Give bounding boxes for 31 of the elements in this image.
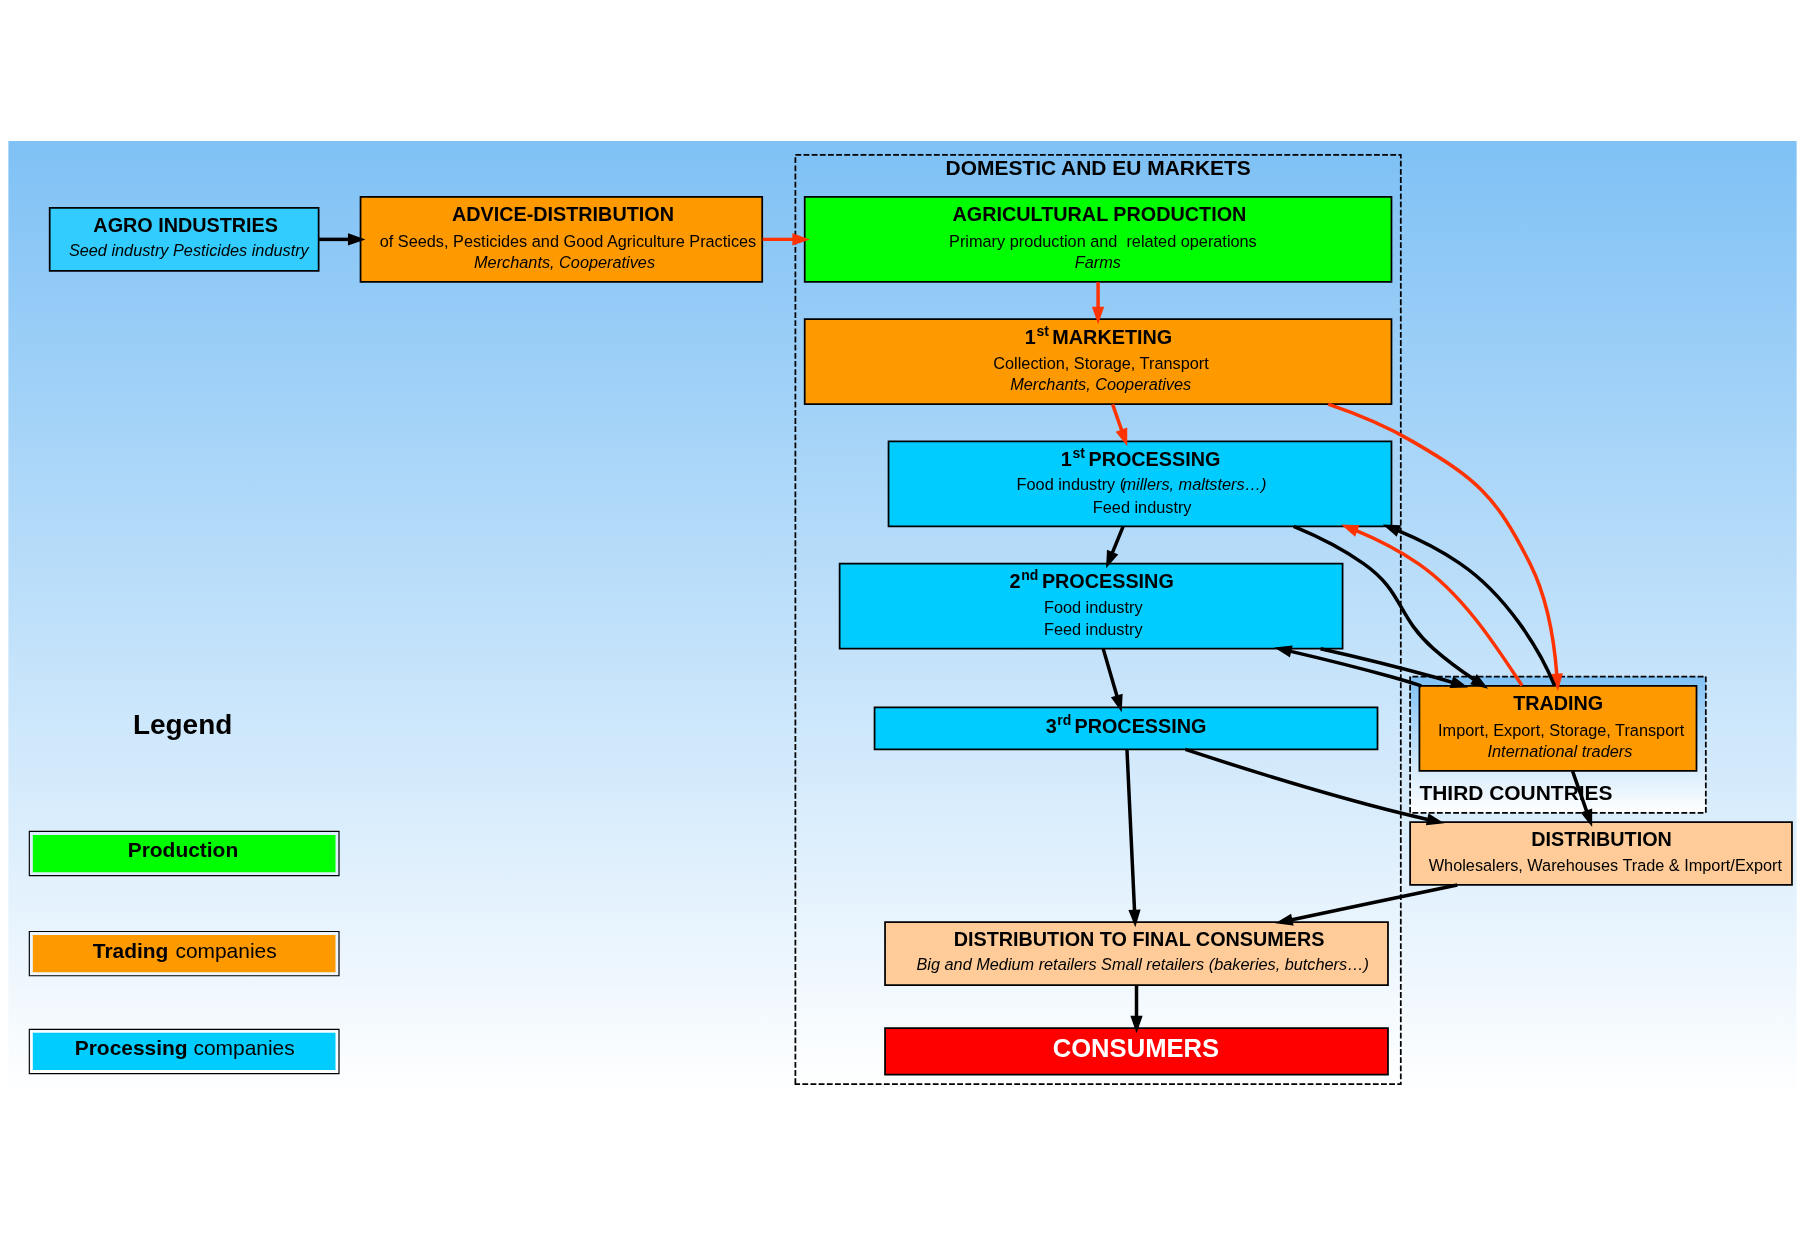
arrow <box>1274 644 1422 687</box>
node-box: AGRICULTURAL PRODUCTION Primary production and related operations Farms <box>803 195 1393 283</box>
arrow <box>1101 647 1123 712</box>
arrow <box>1106 525 1125 568</box>
arrow <box>1382 524 1557 686</box>
arrow <box>1125 749 1141 927</box>
legend-label: Trading companies <box>92 938 277 962</box>
node-box: 1$^{st}$ MARKETING Collection, Storage, Transport Merchants, Cooperatives <box>803 317 1393 405</box>
label: Legend <box>132 708 233 740</box>
node-box: DISTRIBUTION TO FINAL CONSUMERS Big and Medium retailers Small retailers (bakeries, butchers…) <box>884 920 1389 986</box>
arrow <box>1091 281 1105 324</box>
arrow <box>1293 524 1489 689</box>
arrow <box>1341 524 1524 687</box>
node-box: DISTRIBUTION Wholesalers, Warehouses Trade & Import/Export <box>1409 820 1793 886</box>
arrow <box>319 232 366 245</box>
node-box: ADVICE-DISTRIBUTION of Seeds, Pesticides and Good Agriculture Practices Merchants, Cooperatives <box>359 195 764 283</box>
node-box: AGRO INDUSTRIES Seed industry Pesticides industry <box>48 206 320 272</box>
arrow <box>1275 882 1458 926</box>
node-box: 1$^{st}$ PROCESSING Food industry (millers, maltsters…) Feed industry <box>887 440 1393 527</box>
legend-label: Production <box>127 837 239 861</box>
arrow <box>1184 747 1445 825</box>
arrow <box>1130 985 1143 1033</box>
node-box: CONSUMERS <box>884 1026 1389 1076</box>
arrow <box>1320 646 1469 688</box>
arrow <box>762 232 810 245</box>
arrow <box>1111 403 1128 446</box>
node-box: TRADING Import, Export, Storage, Transport International traders <box>1418 684 1698 772</box>
node-box: 3$^{rd}$ PROCESSING <box>873 706 1379 750</box>
legend-label: Processing companies <box>74 1035 295 1059</box>
node-box: 2$^{nd}$ PROCESSING Food industry Feed industry <box>838 562 1344 649</box>
arrow <box>1327 402 1563 691</box>
